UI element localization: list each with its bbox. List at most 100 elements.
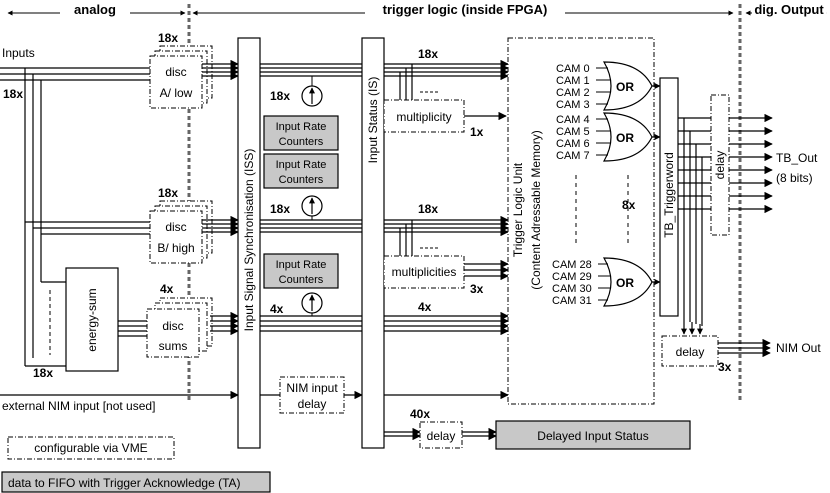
cam-group-2: CAM 4 CAM 5 CAM 6 CAM 7 OR bbox=[556, 112, 653, 162]
or-gate-1-label: OR bbox=[616, 80, 634, 94]
nim-out-label: NIM Out bbox=[776, 341, 821, 355]
nim-delay-line2: delay bbox=[298, 397, 327, 411]
iss-block bbox=[237, 37, 261, 449]
rate-counter-3-line2: Counters bbox=[279, 274, 324, 286]
iss-label: Input Signal Synchronisation (ISS) bbox=[242, 149, 256, 332]
legend-fifo-label: data to FIFO with Trigger Acknowledge (T… bbox=[8, 476, 241, 490]
disc-a-sublabel: A/ low bbox=[160, 86, 193, 100]
or-gate-2-label: OR bbox=[616, 131, 634, 145]
is-label: Input Status (IS) bbox=[366, 77, 380, 164]
bus-a: 18x bbox=[384, 47, 509, 100]
rate-counter-box-1 bbox=[263, 115, 339, 151]
multiplicities-label: multiplicities bbox=[392, 265, 457, 279]
energy-sum-box bbox=[65, 267, 119, 372]
disc-b-group: 18x disc B/ high bbox=[149, 186, 239, 264]
inputs-label: Inputs bbox=[2, 46, 35, 60]
legend-configurable-box bbox=[7, 436, 175, 460]
rate-count-c: 4x bbox=[270, 302, 284, 316]
rate-counter-2-line1: Input Rate bbox=[276, 159, 327, 171]
rate-counter-box-3 bbox=[263, 253, 339, 289]
cam-group-3: CAM 28 CAM 29 CAM 30 CAM 31 OR bbox=[552, 257, 653, 307]
rate-counter-3-line1: Input Rate bbox=[276, 259, 327, 271]
delay-40x-box bbox=[419, 421, 463, 449]
tb-out-bits: (8 bits) bbox=[776, 171, 813, 185]
external-nim-label: external NIM input [not used] bbox=[2, 399, 155, 413]
disc-sums-sublabel: sums bbox=[159, 339, 188, 353]
disc-b-box bbox=[149, 210, 203, 264]
cam-0: CAM 0 bbox=[556, 63, 590, 75]
tb-out-label: TB_Out bbox=[776, 151, 818, 165]
cam-group-1: CAM 0 CAM 1 CAM 2 CAM 3 OR bbox=[556, 61, 653, 111]
nim-out-delay-label: delay bbox=[676, 345, 705, 359]
legend-fifo-box bbox=[1, 471, 271, 493]
delayed-input-status-box bbox=[495, 420, 691, 450]
rate-counter-box-2 bbox=[263, 153, 339, 189]
multiplicities-out: 3x bbox=[470, 282, 484, 296]
disc-sums-box bbox=[146, 308, 200, 358]
header-dig-output: dig. Output bbox=[754, 2, 824, 17]
nim-out-count: 3x bbox=[718, 360, 732, 374]
legend-configurable-label: configurable via VME bbox=[34, 441, 147, 455]
multiplicity-out: 1x bbox=[470, 125, 484, 139]
bus-c: 4x bbox=[384, 300, 509, 336]
rate-counter-1-line1: Input Rate bbox=[276, 121, 327, 133]
multiplicity-label: multiplicity bbox=[396, 110, 451, 124]
tlu-label-1: Trigger Logic Unit bbox=[511, 162, 525, 257]
disc-a-box bbox=[149, 55, 203, 109]
bus-a-count: 18x bbox=[418, 47, 438, 61]
nim-delay-line1: NIM input bbox=[286, 381, 338, 395]
delayed-input-status-label: Delayed Input Status bbox=[537, 429, 648, 443]
rate-counter-a: 18x bbox=[270, 76, 323, 107]
cam-5: CAM 5 bbox=[556, 126, 590, 138]
disc-a-group: 18x disc A/ low bbox=[149, 31, 239, 109]
bus-b: 18x bbox=[384, 202, 509, 256]
cam-4: CAM 4 bbox=[556, 114, 590, 126]
output-delay-box bbox=[710, 94, 730, 236]
cam-28: CAM 28 bbox=[552, 259, 592, 271]
cam-31: CAM 31 bbox=[552, 295, 592, 307]
output-delay-label: delay bbox=[713, 151, 727, 180]
rate-count-b: 18x bbox=[270, 202, 290, 216]
cam-count: 8x bbox=[622, 198, 636, 212]
disc-a-count: 18x bbox=[158, 31, 178, 45]
is-block bbox=[361, 37, 385, 449]
input-bus bbox=[0, 67, 150, 367]
cam-29: CAM 29 bbox=[552, 271, 592, 283]
cam-1: CAM 1 bbox=[556, 75, 590, 87]
disc-sums-label: disc bbox=[162, 319, 183, 333]
multiplicity-box bbox=[383, 99, 465, 133]
delay-40x-label: delay bbox=[427, 429, 456, 443]
rate-counter-b: 18x bbox=[270, 195, 323, 220]
disc-b-count: 18x bbox=[158, 186, 178, 200]
energy-sum-outputs bbox=[118, 320, 147, 337]
disc-b-sublabel: B/ high bbox=[157, 241, 194, 255]
cam-7: CAM 7 bbox=[556, 150, 590, 162]
energy-sum-count: 18x bbox=[33, 366, 53, 380]
bus-c-count: 4x bbox=[418, 300, 432, 314]
or-gate-3-label: OR bbox=[616, 276, 634, 290]
rate-count-a: 18x bbox=[270, 89, 290, 103]
disc-sums-count: 4x bbox=[160, 282, 174, 296]
rate-counter-2-line2: Counters bbox=[279, 174, 324, 186]
iss-to-is-bus bbox=[260, 63, 362, 332]
header-analog: analog bbox=[74, 2, 116, 17]
multiplicities-box bbox=[383, 255, 465, 289]
rate-counter-1-line2: Counters bbox=[279, 136, 324, 148]
header-bar: analog trigger logic (inside FPGA) dig. … bbox=[7, 2, 827, 18]
tb-triggerword-block bbox=[659, 77, 679, 317]
inputs-count: 18x bbox=[3, 87, 23, 101]
disc-b-label: disc bbox=[165, 220, 186, 234]
tlu-label-2: (Content Adressable Memory) bbox=[529, 130, 543, 289]
rate-counter-c: 4x bbox=[270, 292, 323, 316]
energy-sum-label: energy-sum bbox=[85, 288, 99, 351]
disc-sums-group: 4x disc sums bbox=[146, 282, 239, 358]
nim-out-delay-box bbox=[661, 335, 719, 367]
bus-b-count: 18x bbox=[418, 202, 438, 216]
delay-bus-count: 40x bbox=[410, 407, 430, 421]
header-trigger-logic: trigger logic (inside FPGA) bbox=[383, 2, 548, 17]
tb-triggerword-label: TB_Triggerword bbox=[662, 152, 676, 238]
disc-a-label: disc bbox=[165, 65, 186, 79]
cam-2: CAM 2 bbox=[556, 87, 590, 99]
cam-30: CAM 30 bbox=[552, 283, 592, 295]
